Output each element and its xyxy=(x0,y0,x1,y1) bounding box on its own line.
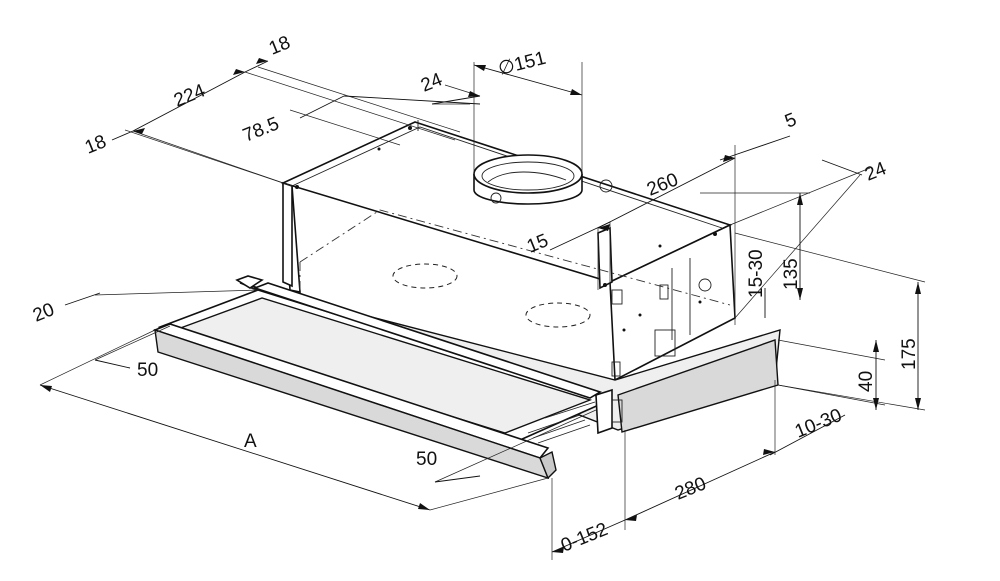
collar-rim xyxy=(473,154,583,194)
dim-label-78-5: 78.5 xyxy=(240,113,282,146)
dim-label-5: 5 xyxy=(782,109,800,132)
dim-label-10-30: 10-30 xyxy=(792,405,845,443)
drawer-back-rail xyxy=(252,282,602,399)
collar-inner xyxy=(481,161,575,191)
dim-label-260: 260 xyxy=(644,169,681,200)
collar-flap xyxy=(487,171,567,183)
dim-label-15-30: 15-30 xyxy=(746,249,767,298)
dimension-lines xyxy=(39,58,926,560)
drawer-end-cap xyxy=(595,388,613,435)
dim-label-280: 280 xyxy=(672,473,709,504)
lower-housing-corner xyxy=(235,275,264,289)
dim-label-50-left: 50 xyxy=(137,360,158,381)
filter-oval-left xyxy=(392,263,458,289)
side-slot-1 xyxy=(611,289,623,305)
chassis-top-rail xyxy=(291,126,723,229)
dim-label-24-right: 24 xyxy=(862,158,890,186)
dim-label-175: 175 xyxy=(899,338,920,370)
collar-screw-left xyxy=(490,192,502,204)
drawer-vents xyxy=(527,401,596,444)
side-slot-3 xyxy=(611,361,621,377)
collar-screw-right xyxy=(599,179,613,193)
filter-oval-right xyxy=(525,302,591,328)
dim-label-50-bottom: 50 xyxy=(416,449,437,470)
dim-label-0-152: 0-152 xyxy=(558,519,611,557)
dim-label-A: A xyxy=(244,431,257,452)
dim-label-40: 40 xyxy=(856,371,877,392)
dim-label-18-top: 18 xyxy=(266,32,293,59)
hood-lower-body xyxy=(152,275,781,480)
chassis-hidden-edge xyxy=(299,209,731,306)
side-hole xyxy=(698,278,712,292)
drawer-end-switch xyxy=(611,399,623,423)
side-slot-2 xyxy=(659,284,669,300)
dimension-labels: 18 224 18 24 78.5 ∅151 5 260 24 15 135 1… xyxy=(30,32,920,556)
dim-label-224: 224 xyxy=(171,80,209,112)
dim-label-20: 20 xyxy=(30,299,57,326)
dim-label-135: 135 xyxy=(781,258,802,290)
dim-label-diameter-151: ∅151 xyxy=(496,48,548,80)
chassis-left-edge xyxy=(282,181,293,288)
drawer-front-end xyxy=(539,450,557,480)
side-switch xyxy=(654,329,676,357)
dim-label-24-top: 24 xyxy=(418,69,446,97)
dim-label-18-left: 18 xyxy=(82,131,109,158)
